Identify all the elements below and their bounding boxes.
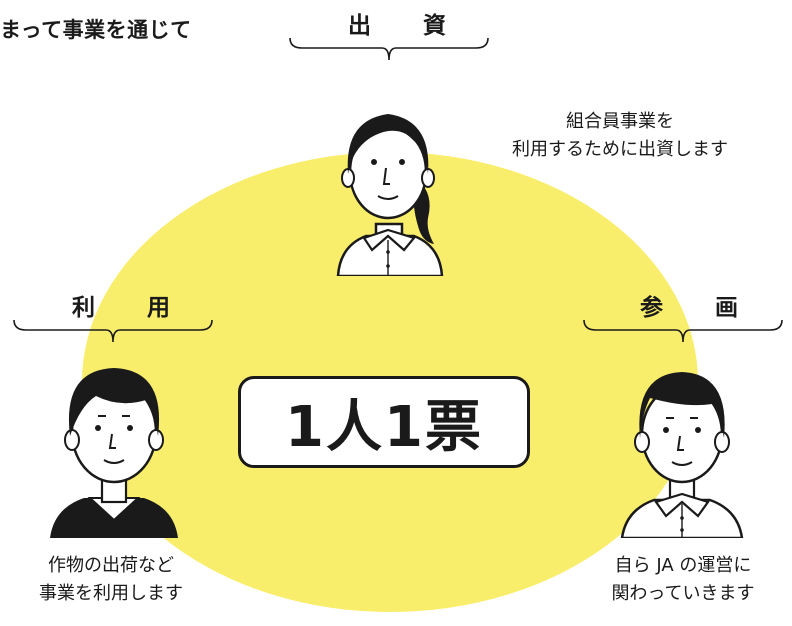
heading-participation: 参 画 [640, 295, 761, 321]
intro-text: まって事業を通じて [0, 18, 192, 42]
heading-use: 利 用 [72, 295, 193, 321]
caption-investment-line2: 利用するために出資します [512, 138, 728, 160]
brace-investment [289, 37, 489, 61]
caption-participation-line1: 自ら JA の運営に [614, 555, 752, 576]
caption-participation-line2: 関わっていきます [611, 582, 755, 604]
center-label: 1人1票 [285, 394, 483, 460]
caption-use: 作物の出荷など 事業を利用します [12, 552, 210, 608]
caption-investment-line1: 組合員事業を [566, 111, 674, 132]
caption-use-line2: 事業を利用します [39, 582, 183, 604]
heading-investment: 出 資 [348, 13, 469, 39]
man-in-collar-shirt-icon [620, 372, 744, 538]
brace-use [13, 319, 213, 343]
man-avatar-icon [50, 368, 178, 538]
caption-use-line1: 作物の出荷など [48, 555, 174, 576]
one-person-one-vote-badge: 1人1票 [238, 376, 530, 468]
woman-avatar-icon [336, 114, 444, 276]
caption-investment: 組合員事業を 利用するために出資します [455, 108, 785, 164]
caption-participation: 自ら JA の運営に 関わっていきます [578, 552, 788, 608]
brace-participation [583, 319, 783, 343]
